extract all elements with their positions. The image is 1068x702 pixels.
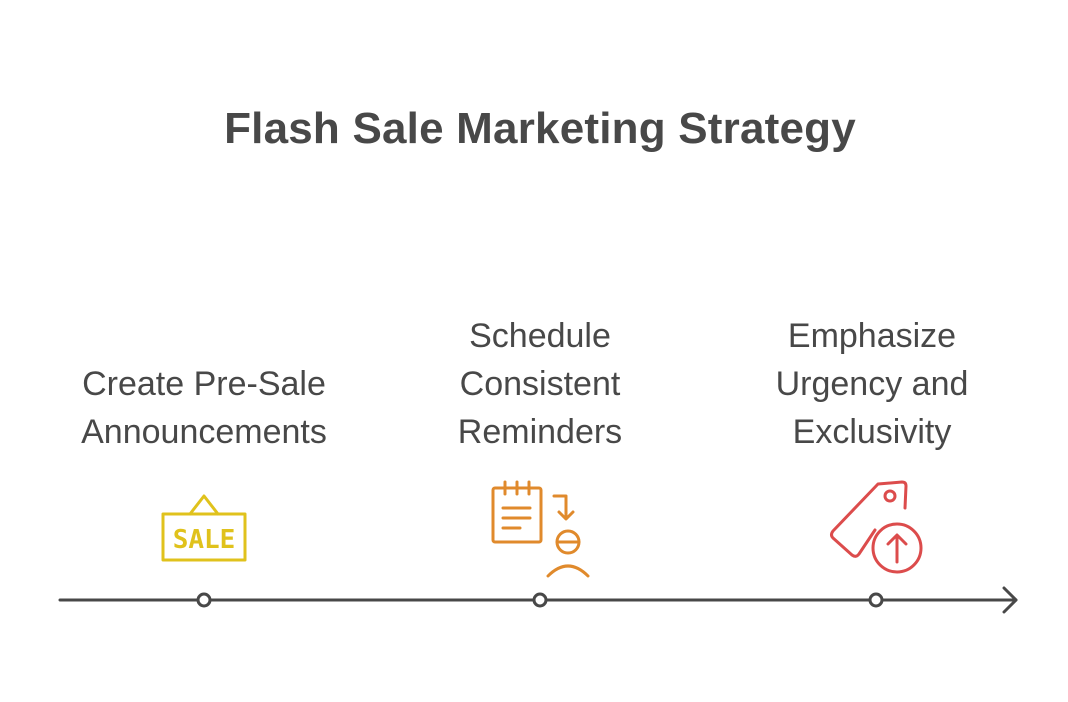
step-1-label: Create Pre-Sale Announcements: [44, 360, 364, 456]
step-1-marker: [196, 592, 212, 608]
diagram-title: Flash Sale Marketing Strategy: [224, 104, 856, 153]
price-tag-up-arrow-icon: [830, 480, 923, 574]
sale-sign-board: [161, 512, 247, 562]
step-3-label-line-3: Exclusivity: [792, 413, 952, 451]
price-tag-icon: [830, 480, 908, 558]
step-2-label-line-2: Consistent: [459, 365, 621, 403]
step-2-marker: [532, 592, 548, 608]
step-3-marker: [868, 592, 884, 608]
step-3-label-line-1: Emphasize: [787, 317, 957, 355]
calendar-icon: [491, 480, 543, 544]
sale-sign-icon: SALE: [161, 494, 247, 562]
person-icon: [546, 529, 590, 578]
step-2-label-line-1: Schedule: [469, 317, 611, 355]
step-2-label: Schedule Consistent Reminders: [380, 312, 700, 456]
step-3-label-line-2: Urgency and: [775, 365, 969, 403]
step-1-label-line-2: Announcements: [81, 413, 327, 451]
calendar-reminder-person-icon: [491, 480, 590, 578]
sale-sign-text: SALE: [173, 525, 236, 555]
timeline-arrowhead: [1002, 586, 1018, 614]
up-arrow-circle-icon: [871, 522, 923, 574]
step-3-label: Emphasize Urgency and Exclusivity: [712, 312, 1032, 456]
timeline-axis: [58, 586, 1018, 614]
step-1-label-line-1: Create Pre-Sale: [82, 365, 326, 403]
arrow-down-icon: [552, 494, 575, 521]
step-2-label-line-3: Reminders: [457, 413, 623, 451]
sale-sign-hanger: [188, 494, 220, 516]
